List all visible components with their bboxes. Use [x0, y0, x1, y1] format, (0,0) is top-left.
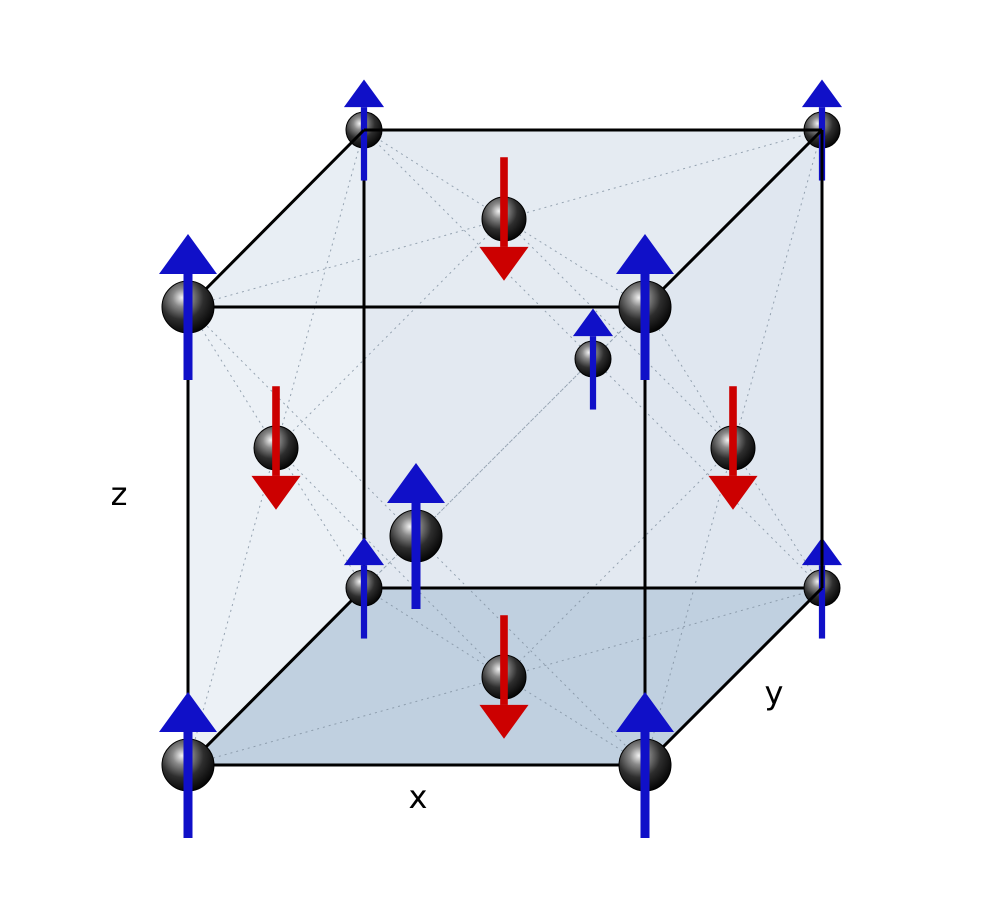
front-edges [186, 128, 824, 767]
face-center-sites [251, 157, 758, 739]
spin-up-arrow [343, 537, 385, 639]
z-axis-label: z [111, 475, 128, 513]
site-face-bottom [479, 615, 529, 739]
spin-up-arrow [159, 234, 217, 380]
site-corner-front-bottom-left [159, 692, 217, 838]
site-face-top [479, 157, 529, 281]
spin-up-arrow [616, 234, 674, 380]
spin-down-arrow [251, 386, 301, 510]
spin-up-arrow [343, 79, 385, 181]
site-corner-front-bottom-right [616, 692, 674, 838]
spin-down-arrow [479, 157, 529, 281]
site-face-left [251, 386, 301, 510]
site-corner-back-bottom-left [343, 537, 385, 639]
site-face-back [572, 308, 614, 410]
spin-up-arrow [159, 692, 217, 838]
back-edges [186, 130, 822, 767]
site-face-front [387, 463, 445, 609]
spin-up-arrow [387, 463, 445, 609]
site-face-right [708, 386, 758, 510]
spin-up-arrow [616, 692, 674, 838]
y-axis-label: y [765, 674, 784, 712]
site-corner-front-top-left [159, 234, 217, 380]
spin-up-arrow [572, 308, 614, 410]
spin-down-arrow [479, 615, 529, 739]
x-axis-label: x [409, 778, 428, 816]
site-corner-front-top-right [616, 234, 674, 380]
front-sites [159, 234, 674, 838]
spin-down-arrow [708, 386, 758, 510]
